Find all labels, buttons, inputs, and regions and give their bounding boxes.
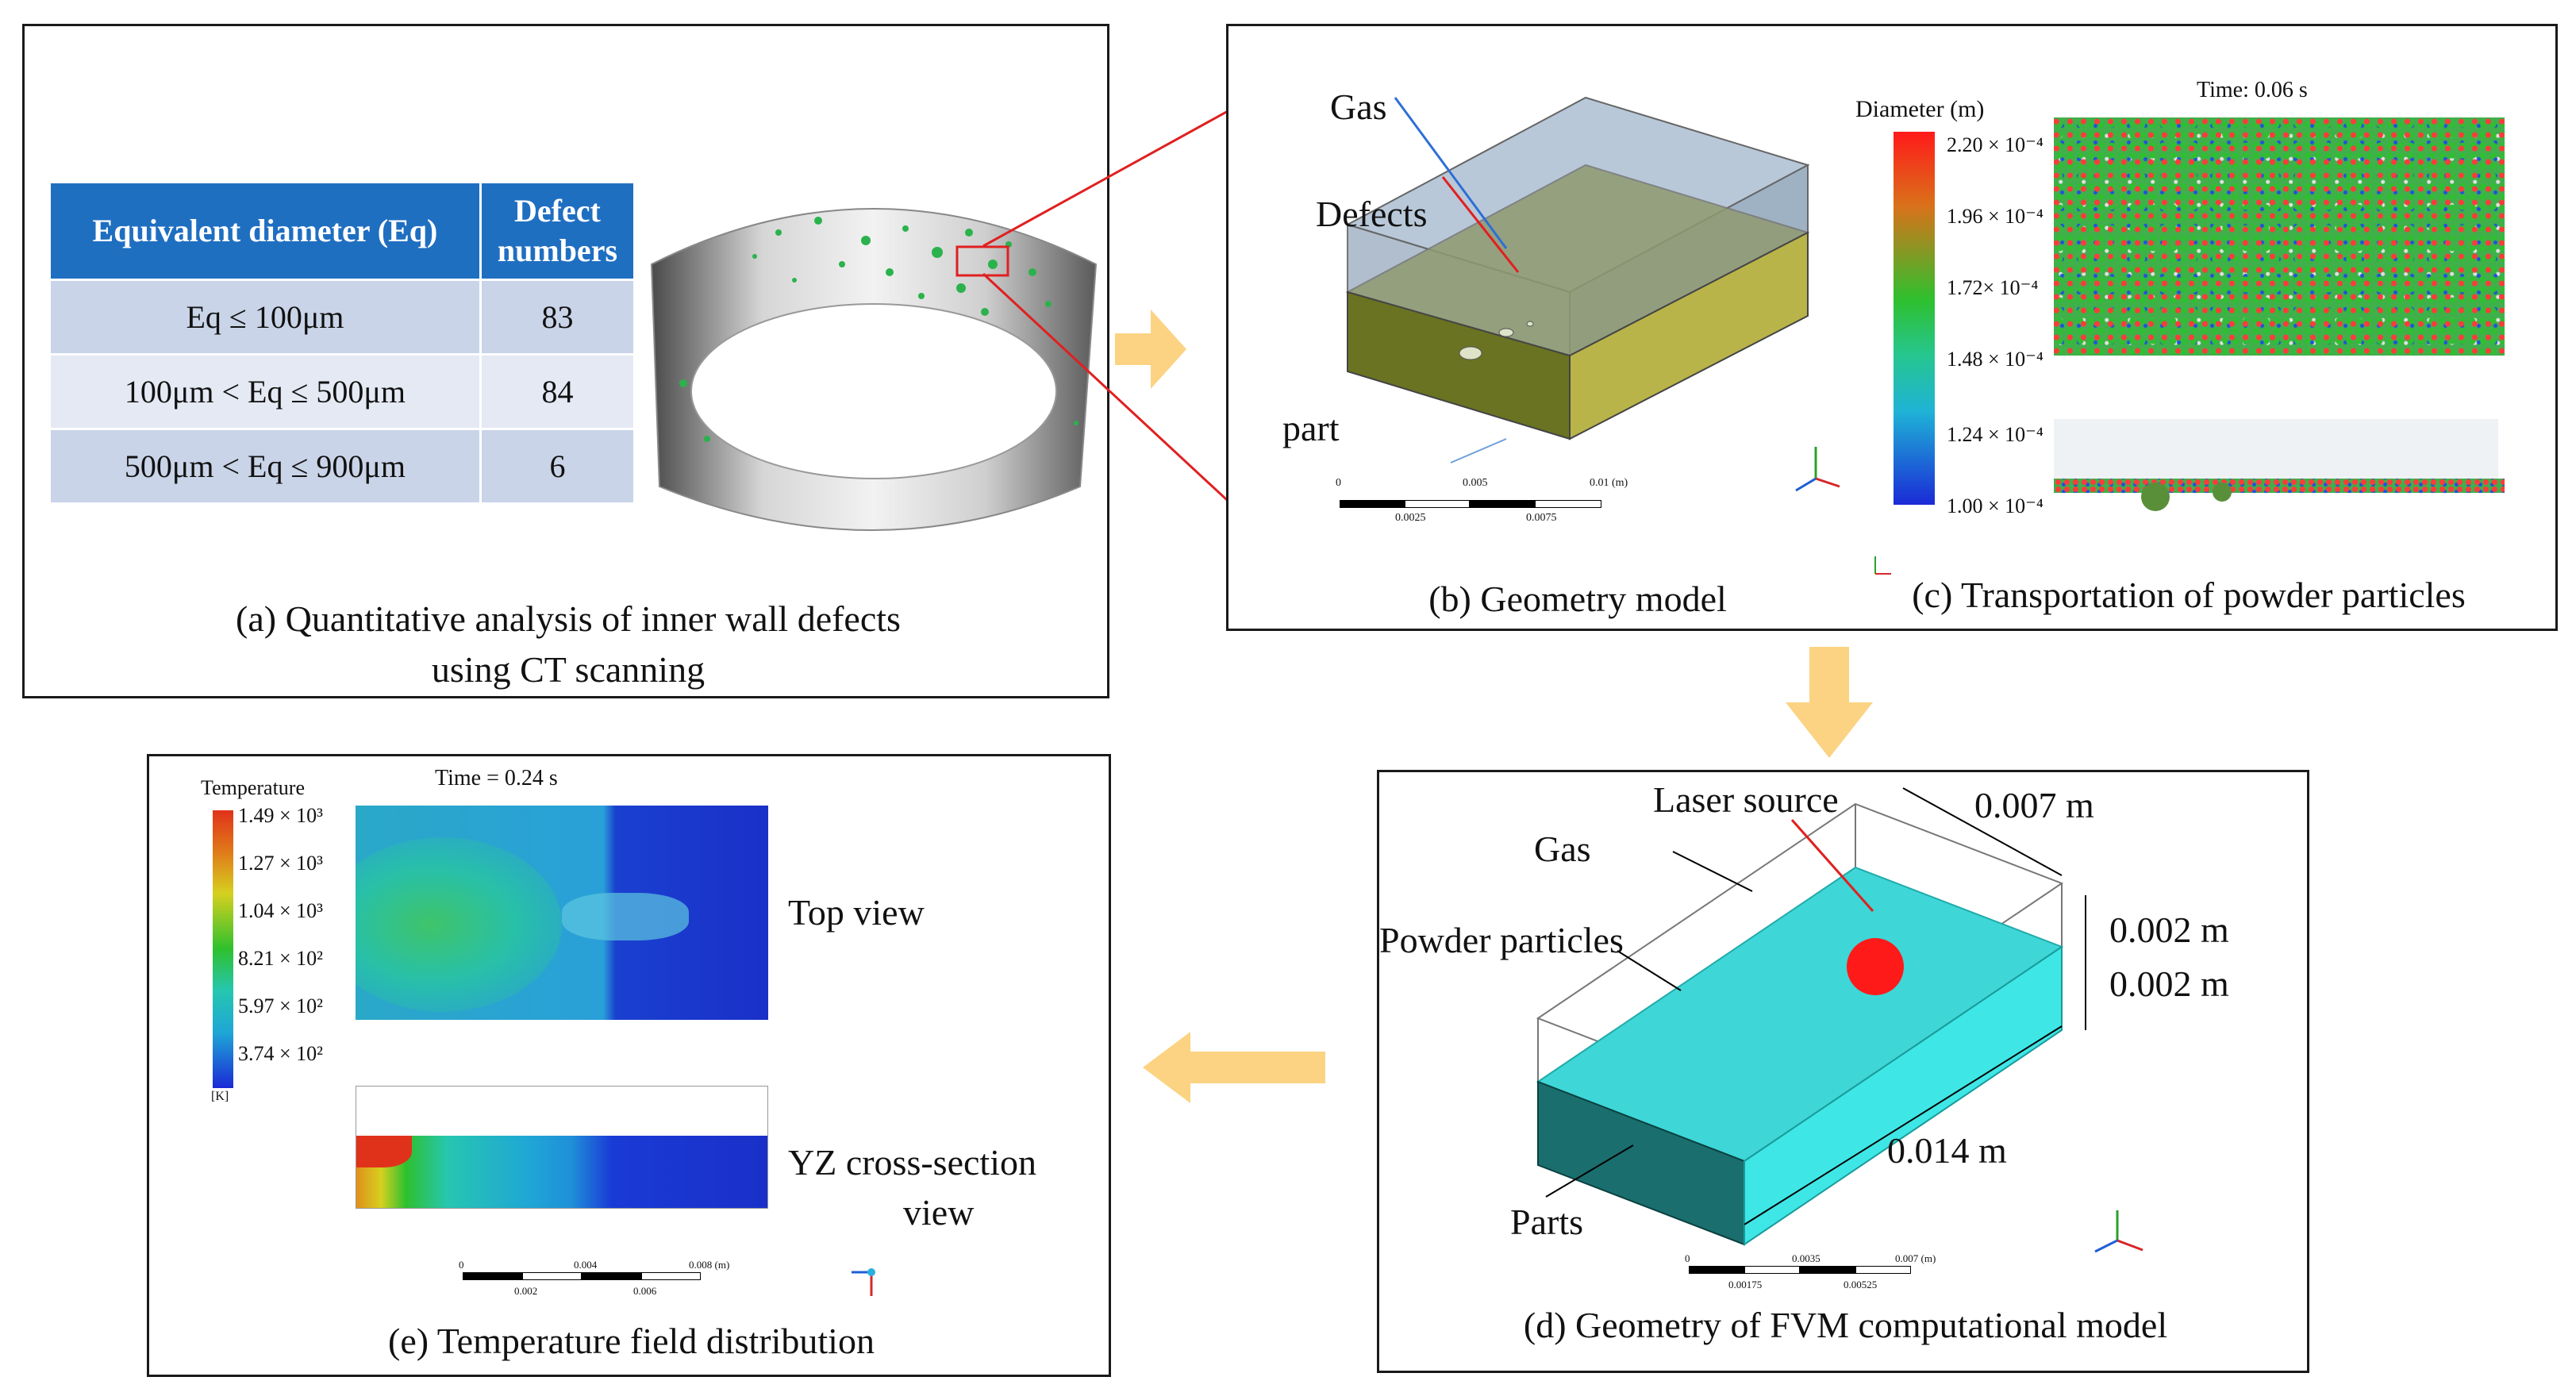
label-defects-b: Defects xyxy=(1316,194,1428,234)
panel-e: Temperature 1.49 × 10³ 1.27 × 10³ 1.04 ×… xyxy=(147,754,1111,1377)
table-cell: 6 xyxy=(479,428,636,505)
caption-b: (b) Geometry model xyxy=(1428,579,1727,619)
scale-subtick: 0.0075 xyxy=(1526,512,1557,524)
colorbar-c xyxy=(1894,132,1935,505)
scale-tick: 0 xyxy=(1685,1252,1690,1264)
arrow-left xyxy=(1143,1032,1325,1103)
temperature-top-view xyxy=(356,806,768,1020)
label-gas-d: Gas xyxy=(1534,829,1591,869)
legend-value: 5.97 × 10² xyxy=(238,994,323,1017)
time-label-c: Time: 0.06 s xyxy=(2197,78,2308,102)
label-parts: Parts xyxy=(1510,1202,1583,1242)
label-laser: Laser source xyxy=(1653,779,1839,820)
legend-unit: [K] xyxy=(211,1090,229,1103)
time-label-e: Time = 0.24 s xyxy=(435,766,558,790)
legend-value: 1.49 × 10³ xyxy=(238,804,323,827)
caption-a-line2: using CT scanning xyxy=(431,649,706,690)
colorbar-e xyxy=(213,810,233,1088)
legend-value: 2.20 × 10⁻⁴ xyxy=(1947,133,2043,156)
legend-title-e: Temperature xyxy=(201,776,305,799)
caption-a-line1: (a) Quantitative analysis of inner wall … xyxy=(236,598,901,639)
label-height-top: 0.002 m xyxy=(2109,910,2229,950)
table-cell: 500μm < Eq ≤ 900μm xyxy=(48,428,482,505)
table-header-diameter: Equivalent diameter (Eq) xyxy=(48,181,482,281)
axis-triad-b xyxy=(1795,447,1840,492)
label-part-b: part xyxy=(1282,408,1340,448)
scale-subtick: 0.006 xyxy=(633,1285,657,1297)
label-powder: Powder particles xyxy=(1379,920,1624,960)
scale-subtick: 0.0025 xyxy=(1395,512,1426,524)
scale-subtick: 0.002 xyxy=(514,1285,538,1297)
label-width: 0.007 m xyxy=(1974,785,2094,825)
label-length: 0.014 m xyxy=(1887,1130,2007,1171)
label-cross-line2: view xyxy=(903,1192,975,1233)
scale-subtick: 0.00525 xyxy=(1844,1279,1878,1290)
leader-lines-b xyxy=(1394,97,1520,463)
side-defect xyxy=(2141,483,2170,511)
scale-tick: 0.0035 xyxy=(1792,1252,1821,1264)
legend-value: 1.96 × 10⁻⁴ xyxy=(1947,205,2043,228)
legend-value: 1.48 × 10⁻⁴ xyxy=(1947,348,2043,371)
scale-subtick: 0.00175 xyxy=(1728,1279,1763,1290)
fvm-box xyxy=(1536,802,2064,1246)
arrow-down xyxy=(1786,647,1873,758)
scale-tick: 0.007 (m) xyxy=(1895,1252,1936,1264)
legend-value: 1.24 × 10⁻⁴ xyxy=(1947,423,2043,446)
particle-top-view xyxy=(2054,117,2505,356)
axis-triad-e xyxy=(852,1268,875,1296)
axis-triad-d xyxy=(2094,1210,2143,1253)
table-header-numbers: Defect numbers xyxy=(479,181,636,281)
table-cell: 83 xyxy=(479,279,636,356)
legend-value: 1.72× 10⁻⁴ xyxy=(1947,276,2039,299)
temperature-cross-section xyxy=(356,1086,768,1209)
panel-bc: Gas Defects part 0 0.005 0.01 (m) 0.0025… xyxy=(1226,24,2558,631)
panel-a: Equivalent diameter (Eq) Defect numbers … xyxy=(22,24,1109,698)
label-height-bottom: 0.002 m xyxy=(2109,963,2229,1004)
panel-d: Laser source 0.007 m Gas 0.002 m Powder … xyxy=(1377,770,2309,1373)
label-top-view: Top view xyxy=(788,892,925,933)
scale-bar-b xyxy=(1340,490,1601,511)
legend-value: 8.21 × 10² xyxy=(238,947,323,970)
legend-title-c: Diameter (m) xyxy=(1855,96,1985,122)
caption-c: (c) Transportation of powder particles xyxy=(1912,575,2466,615)
defect-table: Equivalent diameter (Eq) Defect numbers … xyxy=(48,181,636,505)
scale-tick: 0 xyxy=(459,1259,464,1271)
table-cell: 100μm < Eq ≤ 500μm xyxy=(48,353,482,430)
particle-side-view xyxy=(2054,419,2498,483)
particle-side-layer xyxy=(2054,479,2505,493)
scale-tick: 0.004 xyxy=(574,1259,598,1271)
side-defect xyxy=(2213,483,2232,502)
ct-ring-image xyxy=(650,208,1098,531)
leader-lines-d xyxy=(1545,787,2086,1225)
legend-value: 1.27 × 10³ xyxy=(238,852,323,875)
label-cross-line1: YZ cross-section xyxy=(788,1142,1036,1183)
scale-tick: 0.008 (m) xyxy=(689,1259,730,1271)
legend-value: 1.04 × 10³ xyxy=(238,899,323,922)
label-gas-b: Gas xyxy=(1330,87,1387,127)
axis-triad-c xyxy=(1874,556,1891,575)
scale-bar-e xyxy=(463,1272,701,1282)
scale-tick: 0.005 xyxy=(1463,477,1488,489)
caption-e: (e) Temperature field distribution xyxy=(388,1321,875,1361)
scale-tick: 0.01 (m) xyxy=(1590,477,1628,489)
legend-value: 3.74 × 10² xyxy=(238,1042,323,1065)
arrow-right xyxy=(1115,310,1186,389)
caption-a: (a) Quantitative analysis of inner wall … xyxy=(25,594,1112,696)
caption-d: (d) Geometry of FVM computational model xyxy=(1523,1305,2168,1345)
table-cell: 84 xyxy=(479,353,636,430)
table-cell: Eq ≤ 100μm xyxy=(48,279,482,356)
legend-value: 1.00 × 10⁻⁴ xyxy=(1947,494,2043,517)
geometry-box xyxy=(1345,96,1810,440)
scale-tick: 0 xyxy=(1336,477,1341,489)
scale-bar-d xyxy=(1689,1266,1911,1275)
